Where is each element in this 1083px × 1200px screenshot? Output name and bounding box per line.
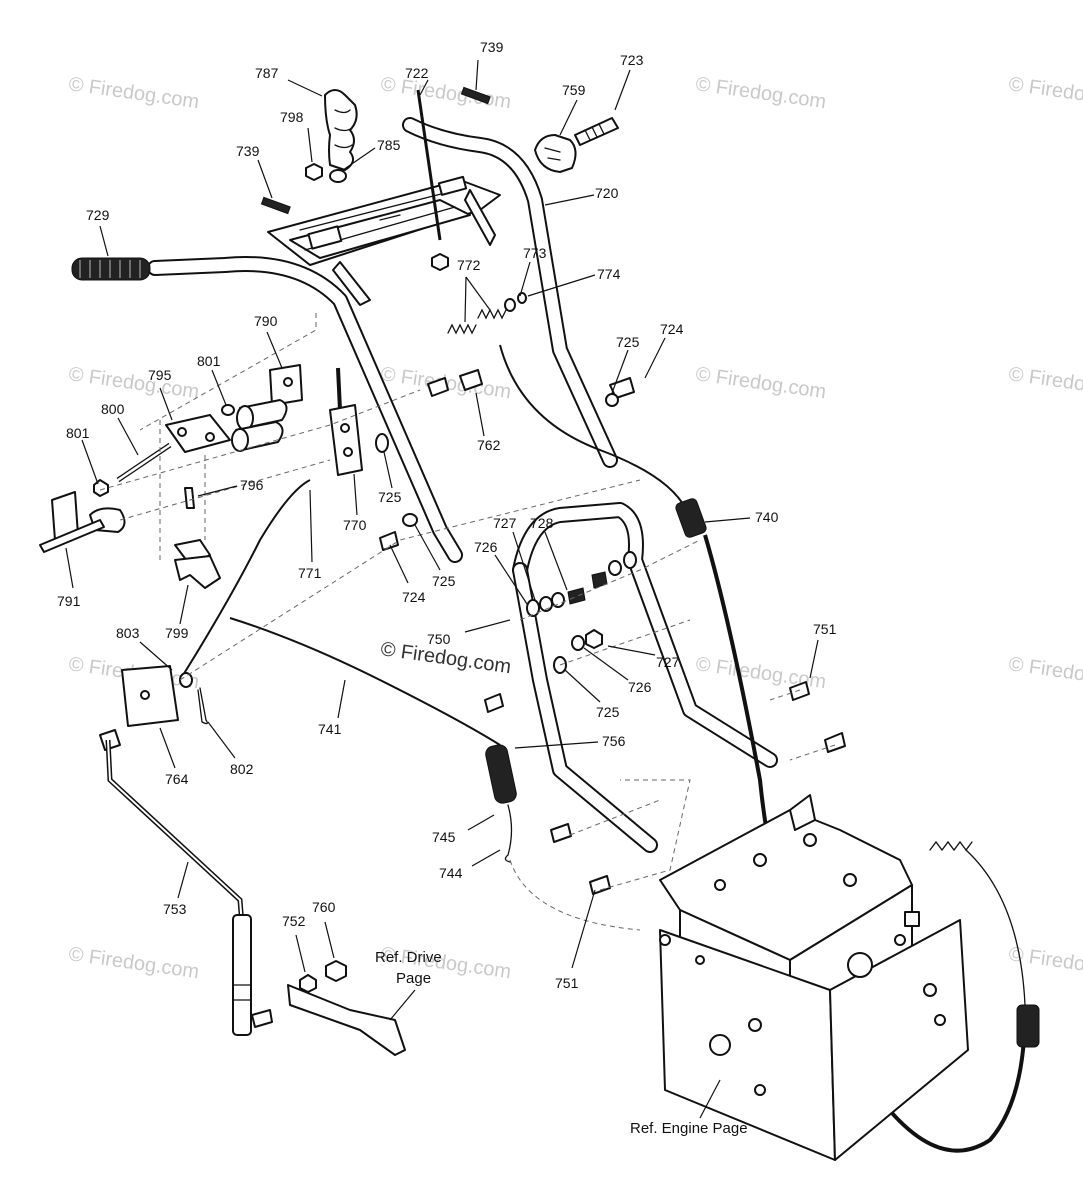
watermarks: © Firedog.com © Firedog.com © Firedog.co… bbox=[67, 73, 1083, 983]
rod bbox=[416, 89, 442, 241]
callout-770: 770 bbox=[343, 517, 367, 533]
callout-labels: 787 798 739 739 722 785 759 723 720 729 … bbox=[57, 39, 837, 991]
watermark: © Firedog.com bbox=[67, 943, 200, 983]
callout-790: 790 bbox=[254, 313, 278, 329]
callout-762: 762 bbox=[477, 437, 501, 453]
decal-strips bbox=[260, 86, 491, 215]
callout-796: 796 bbox=[240, 477, 264, 493]
assembly-guides bbox=[99, 313, 836, 891]
callout-798: 798 bbox=[280, 109, 304, 125]
callout-744: 744 bbox=[439, 865, 463, 881]
callout-752: 752 bbox=[282, 913, 306, 929]
callout-741: 741 bbox=[318, 721, 342, 737]
springs bbox=[447, 292, 527, 335]
lower-handle bbox=[512, 502, 778, 853]
callout-739: 739 bbox=[480, 39, 504, 55]
upper-handle bbox=[147, 117, 618, 563]
callout-801: 801 bbox=[197, 353, 221, 369]
callout-724: 724 bbox=[660, 321, 684, 337]
callout-800: 800 bbox=[101, 401, 125, 417]
knob bbox=[534, 117, 619, 173]
callout-723: 723 bbox=[620, 52, 644, 68]
callout-774: 774 bbox=[597, 266, 621, 282]
callout-795: 795 bbox=[148, 367, 172, 383]
handle-hardware bbox=[484, 551, 846, 895]
callout-739: 739 bbox=[236, 143, 260, 159]
callout-756: 756 bbox=[602, 733, 626, 749]
callout-771: 771 bbox=[298, 565, 322, 581]
callout-785: 785 bbox=[377, 137, 401, 153]
callout-726: 726 bbox=[628, 679, 652, 695]
callout-725: 725 bbox=[432, 573, 456, 589]
shift-grip bbox=[324, 89, 358, 171]
watermark: © Firedog.com bbox=[694, 363, 827, 403]
reference-notes: Ref. Drive Page Ref. Engine Page bbox=[375, 949, 748, 1137]
spring-745 bbox=[485, 744, 641, 931]
watermark: © Firedog.com bbox=[67, 73, 200, 113]
callout-727: 727 bbox=[493, 515, 517, 531]
callout-753: 753 bbox=[163, 901, 187, 917]
callout-750: 750 bbox=[427, 631, 451, 647]
callout-751: 751 bbox=[555, 975, 579, 991]
watermark: © Firedog.com bbox=[1007, 363, 1083, 403]
callout-725: 725 bbox=[596, 704, 620, 720]
callout-791: 791 bbox=[57, 593, 81, 609]
callout-726: 726 bbox=[474, 539, 498, 555]
callout-720: 720 bbox=[595, 185, 619, 201]
callout-740: 740 bbox=[755, 509, 779, 525]
ref-engine-page: Ref. Engine Page bbox=[630, 1120, 748, 1137]
callout-787: 787 bbox=[255, 65, 279, 81]
lever-plate bbox=[99, 665, 406, 1056]
callout-729: 729 bbox=[86, 207, 110, 223]
callout-799: 799 bbox=[165, 625, 189, 641]
small-nuts bbox=[305, 163, 449, 271]
bracket-assembly bbox=[39, 364, 303, 589]
watermark: © Firedog.com bbox=[1007, 73, 1083, 113]
callout-725: 725 bbox=[616, 334, 640, 350]
callout-772: 772 bbox=[457, 257, 481, 273]
hand-grip bbox=[71, 257, 151, 281]
cables bbox=[179, 344, 1040, 1153]
watermark: © Firedog.com bbox=[67, 363, 200, 403]
callout-722: 722 bbox=[405, 65, 429, 81]
control-panel-bracket bbox=[267, 175, 501, 306]
watermark: © Firedog.com bbox=[379, 73, 512, 113]
callout-727: 727 bbox=[656, 654, 680, 670]
watermark: © Firedog.com bbox=[694, 73, 827, 113]
callout-751: 751 bbox=[813, 621, 837, 637]
callout-803: 803 bbox=[116, 625, 140, 641]
callout-745: 745 bbox=[432, 829, 456, 845]
callout-801: 801 bbox=[66, 425, 90, 441]
callout-759: 759 bbox=[562, 82, 586, 98]
callout-725: 725 bbox=[378, 489, 402, 505]
ref-drive-line1: Ref. Drive bbox=[375, 949, 442, 966]
callout-760: 760 bbox=[312, 899, 336, 915]
callout-724: 724 bbox=[402, 589, 426, 605]
engine-frame bbox=[659, 794, 969, 1161]
callout-728: 728 bbox=[530, 515, 554, 531]
callout-802: 802 bbox=[230, 761, 254, 777]
leader-lines bbox=[65, 59, 819, 1119]
watermark: © Firedog.com bbox=[1007, 653, 1083, 693]
callout-764: 764 bbox=[165, 771, 189, 787]
ref-drive-line2: Page bbox=[396, 970, 431, 987]
callout-773: 773 bbox=[523, 245, 547, 261]
